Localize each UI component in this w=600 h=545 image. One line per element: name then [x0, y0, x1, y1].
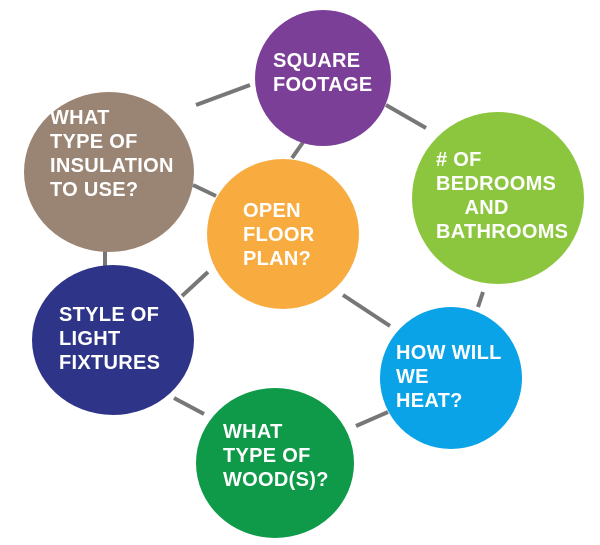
node-label: WHAT TYPE OF INSULATION TO USE?: [50, 107, 174, 201]
connector-openfloor-lights: [180, 270, 210, 298]
node-bedrooms-bathrooms: # OF BEDROOMS AND BATHROOMS: [412, 112, 584, 284]
node-label: STYLE OF LIGHT FIXTURES: [59, 304, 161, 374]
node-label: WHAT TYPE OF WOOD(S)?: [223, 421, 329, 491]
node-insulation: WHAT TYPE OF INSULATION TO USE?: [24, 92, 194, 252]
connector-insulation-square: [195, 83, 251, 107]
connector-square-bedrooms: [385, 103, 427, 130]
node-how-will-we-heat: HOW WILL WE HEAT?: [380, 307, 522, 449]
connector-bedrooms-heat: [476, 291, 485, 308]
node-label: SQUARE FOOTAGE: [273, 50, 373, 96]
connector-wood-heat: [355, 410, 389, 428]
node-type-of-woods: WHAT TYPE OF WOOD(S)?: [196, 388, 354, 538]
node-light-fixtures: STYLE OF LIGHT FIXTURES: [32, 265, 194, 415]
connector-lights-wood: [173, 396, 205, 416]
node-label: OPEN FLOOR PLAN?: [243, 200, 315, 270]
node-open-floor-plan: OPEN FLOOR PLAN?: [207, 159, 359, 309]
node-label: HOW WILL WE HEAT?: [396, 342, 502, 412]
node-label: # OF BEDROOMS AND BATHROOMS: [436, 149, 569, 243]
connector-insulation-openfloor: [192, 183, 217, 198]
node-square-footage: SQUARE FOOTAGE: [255, 10, 391, 146]
connector-openfloor-heat: [341, 293, 392, 328]
